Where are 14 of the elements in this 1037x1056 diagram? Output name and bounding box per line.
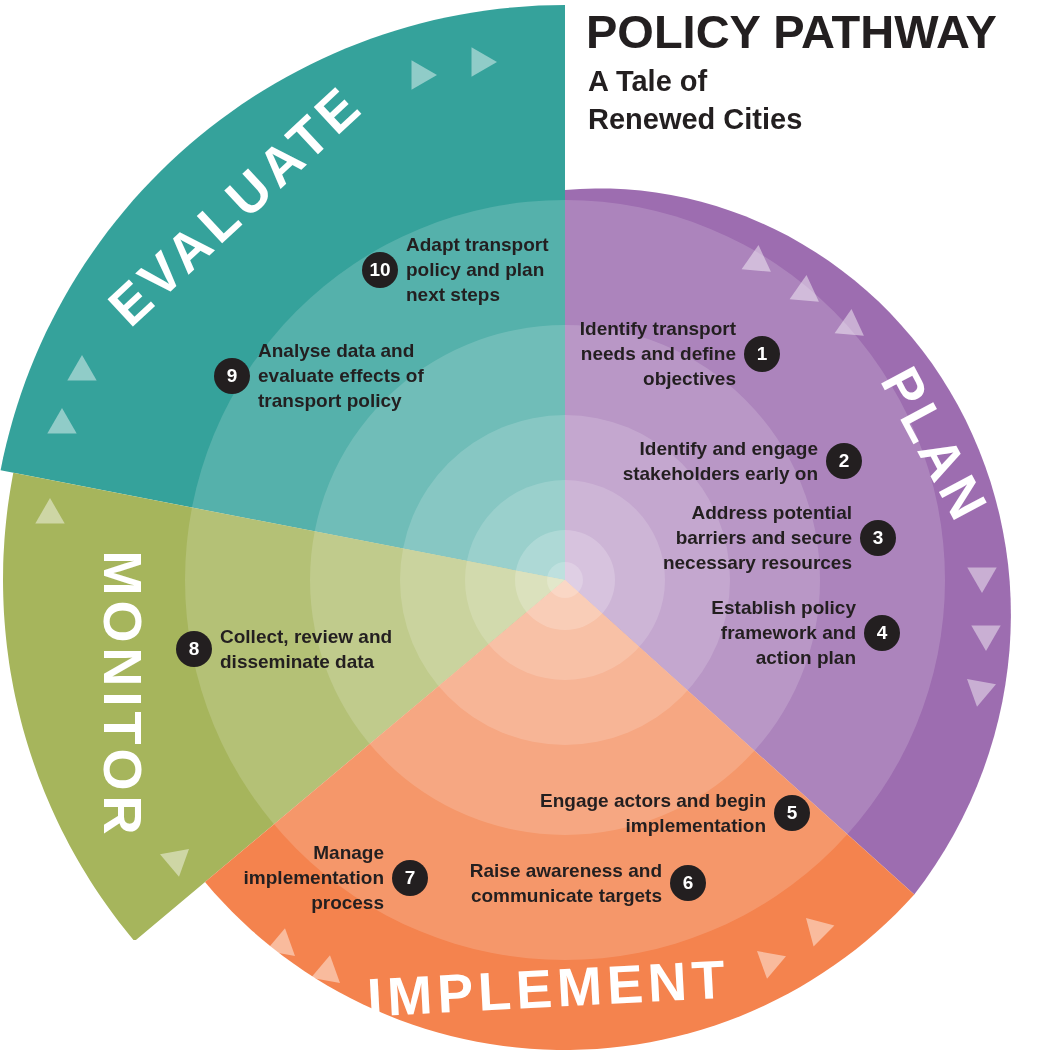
phase-label: MONITOR [95, 550, 149, 840]
step-text: Identify transport needs and define objectives [578, 317, 736, 391]
title: POLICY PATHWAY [586, 4, 997, 59]
phase-label: IMPLEMENT [365, 951, 731, 1025]
step-text: Manage implementation process [242, 841, 384, 915]
step-text: Establish policy framework and action plan [710, 596, 856, 670]
step-text: Address potential barriers and secure necessary resources [661, 501, 852, 575]
step-text: Identify and engage stakeholders early on [621, 437, 818, 486]
step-text: Analyse data and evaluate effects of transport policy [258, 339, 425, 413]
step-text: Engage actors and begin implementation [540, 789, 766, 838]
step-text: Raise awareness and communicate targets [468, 859, 662, 908]
step-text: Collect, review and disseminate data [220, 625, 394, 674]
step-text: Adapt transport policy and plan next steps [406, 233, 550, 307]
subtitle: A Tale of Renewed Cities [588, 64, 804, 137]
